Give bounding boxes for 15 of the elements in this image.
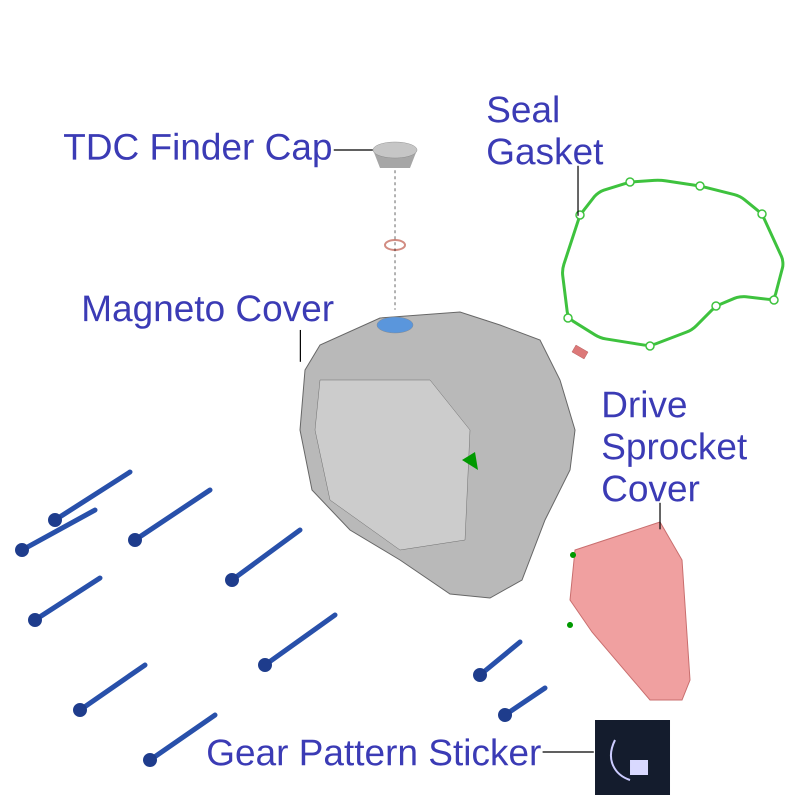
part-label: Drive Sprocket Cover xyxy=(602,390,747,502)
part-label: TDC Finder Cap xyxy=(64,132,331,168)
part-label: Gear Pattern Sticker xyxy=(208,738,541,766)
leader-line xyxy=(542,751,594,753)
cap-drawing xyxy=(372,142,418,168)
sticker-drawing xyxy=(595,720,670,795)
part-label: Seal Gasket xyxy=(488,95,604,165)
leader-line xyxy=(334,149,373,151)
leader-line xyxy=(577,166,579,216)
leader-line xyxy=(659,502,661,530)
gasket-drawing xyxy=(561,177,784,351)
part-label: Magneto Cover xyxy=(84,295,334,329)
leader-line xyxy=(300,330,301,362)
sprocket-cover-drawing xyxy=(567,521,691,700)
dashed-line xyxy=(394,170,396,310)
